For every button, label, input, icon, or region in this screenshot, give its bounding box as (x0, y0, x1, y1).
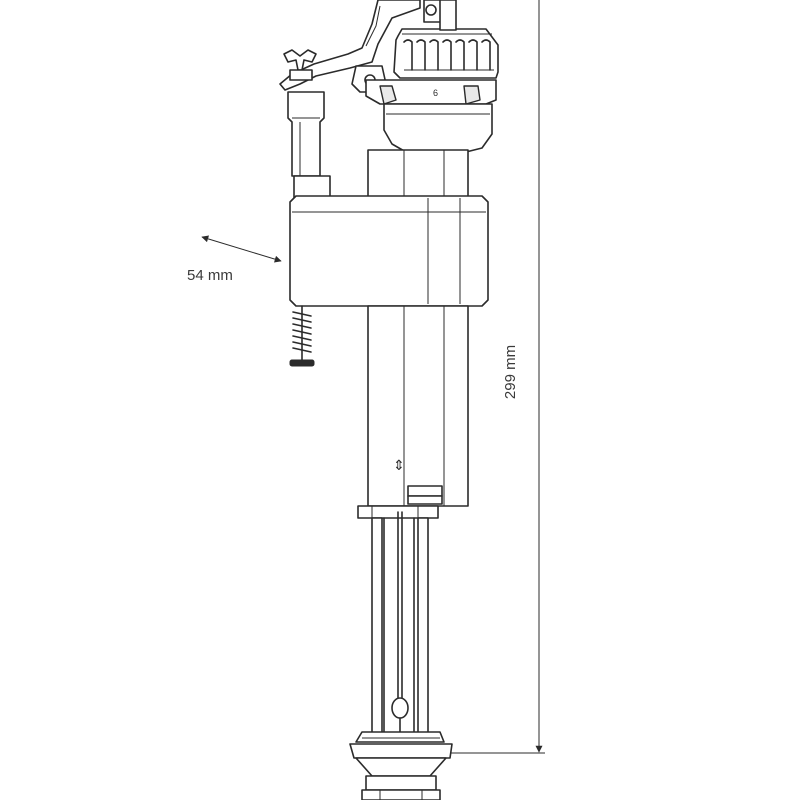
upper-tube (367, 149, 469, 199)
thumb-screw (283, 49, 317, 81)
main-shaft: ⇕ (367, 305, 469, 507)
float-adjust-arrow: ⇕ (393, 458, 405, 474)
valve-head: 6 (279, 0, 499, 153)
width-dimension: 54 mm (187, 235, 282, 284)
height-dimension: 299 mm (448, 0, 545, 754)
base-fitting (349, 731, 453, 800)
svg-text:6: 6 (433, 88, 438, 98)
linkage-column (287, 91, 331, 199)
adjustment-spring (289, 305, 315, 367)
lower-telescope (357, 505, 439, 741)
float-housing (289, 195, 489, 307)
height-dimension-label: 299 mm (502, 345, 519, 399)
width-dimension-label: 54 mm (187, 267, 233, 284)
cap-ribs (403, 39, 494, 71)
